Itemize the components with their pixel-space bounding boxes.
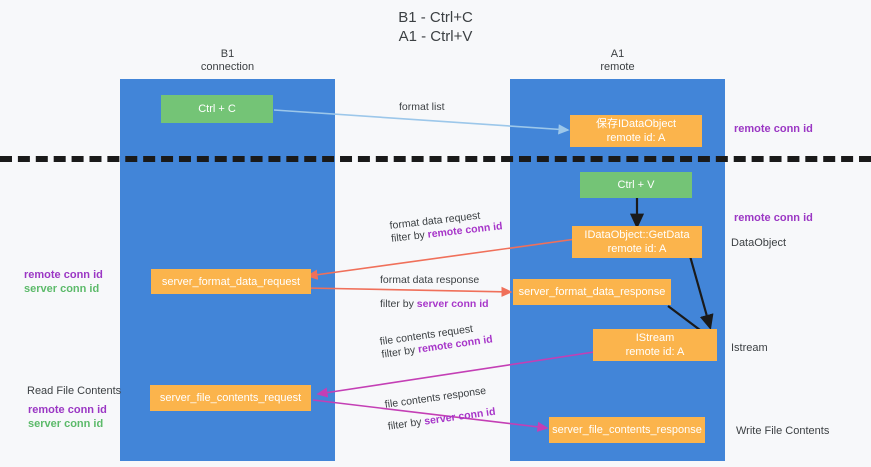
annotation-dataobject: DataObject: [731, 237, 787, 249]
column-b1-sub: connection: [200, 61, 255, 73]
annotation-istream: Istream: [731, 342, 768, 354]
box-server-format-data-request-label: server_format_data_request: [161, 275, 301, 288]
edge-label-format-data-request: format data request filter by remote con…: [389, 207, 503, 246]
annotation-left-remote-conn-id: remote conn id: [24, 269, 103, 281]
column-a1-sub: remote: [600, 61, 635, 73]
edge-label-format-data-response: format data response filter by server co…: [380, 274, 489, 311]
box-ctrl-c-label: Ctrl + C: [198, 103, 236, 115]
edge-label-format-data-response-filter: filter by server conn id: [380, 298, 489, 311]
box-getdata-sub: remote id: A: [607, 243, 667, 255]
filter-key-server-conn-id: server conn id: [416, 298, 489, 310]
box-server-format-data-response-label: server_format_data_response: [518, 286, 666, 298]
filter-prefix-2: filter by: [380, 298, 417, 310]
box-server-file-contents-request[interactable]: server_file_contents_request: [150, 385, 311, 411]
edge-label-file-contents-request: file contents request filter by remote c…: [379, 320, 494, 361]
annotation-left-server-conn-id-2: server conn id: [28, 418, 104, 430]
title-line-2: A1 - Ctrl+V: [398, 28, 473, 45]
edge-label-format-data-response-main: format data response: [380, 274, 480, 286]
column-b1-name: B1: [220, 48, 235, 60]
box-idataobject[interactable]: 保存IDataObject remote id: A: [570, 115, 702, 147]
box-server-file-contents-response-label: server_file_contents_response: [552, 424, 702, 436]
box-istream-title: IStream: [635, 332, 675, 344]
title-line-1: B1 - Ctrl+C: [398, 9, 473, 26]
box-idataobject-sub: remote id: A: [606, 132, 666, 144]
box-idataobject-title: 保存IDataObject: [595, 118, 677, 130]
box-server-file-contents-response[interactable]: server_file_contents_response: [549, 417, 705, 443]
diagram-title: B1 - Ctrl+C A1 - Ctrl+V: [0, 8, 871, 46]
annotation-remote-conn-id-mid: remote conn id: [734, 212, 813, 224]
box-ctrl-c[interactable]: Ctrl + C: [161, 95, 273, 123]
filter-key-server-conn-id-2: server conn id: [423, 405, 497, 428]
annotation-write-file-contents: Write File Contents: [736, 425, 830, 437]
box-idataobject-getdata[interactable]: IDataObject::GetData remote id: A: [572, 226, 702, 258]
box-getdata-title: IDataObject::GetData: [584, 229, 690, 241]
column-a1-name: A1: [610, 48, 625, 60]
annotation-read-file-contents: Read File Contents: [27, 385, 122, 397]
edge-label-file-contents-response-filter: filter by server conn id: [387, 406, 496, 434]
section-divider: [0, 156, 871, 162]
annotation-left-remote-conn-id-2: remote conn id: [28, 404, 107, 416]
column-header-a1: A1 remote: [510, 48, 725, 74]
box-istream-sub: remote id: A: [625, 346, 685, 358]
edge-label-format-list: format list: [399, 101, 445, 113]
annotation-left-server-conn-id: server conn id: [24, 283, 100, 295]
box-server-file-contents-request-label: server_file_contents_request: [159, 392, 302, 404]
box-istream[interactable]: IStream remote id: A: [593, 329, 717, 361]
filter-prefix-4: filter by: [387, 415, 426, 433]
box-server-format-data-request[interactable]: server_format_data_request: [151, 269, 311, 294]
box-ctrl-v-label: Ctrl + V: [617, 179, 655, 191]
annotation-remote-conn-id-top: remote conn id: [734, 123, 813, 135]
edge-label-file-contents-response: file contents response filter by server …: [384, 384, 496, 434]
box-server-format-data-response[interactable]: server_format_data_response: [513, 279, 671, 305]
column-header-b1: B1 connection: [120, 48, 335, 74]
box-ctrl-v[interactable]: Ctrl + V: [580, 172, 692, 198]
